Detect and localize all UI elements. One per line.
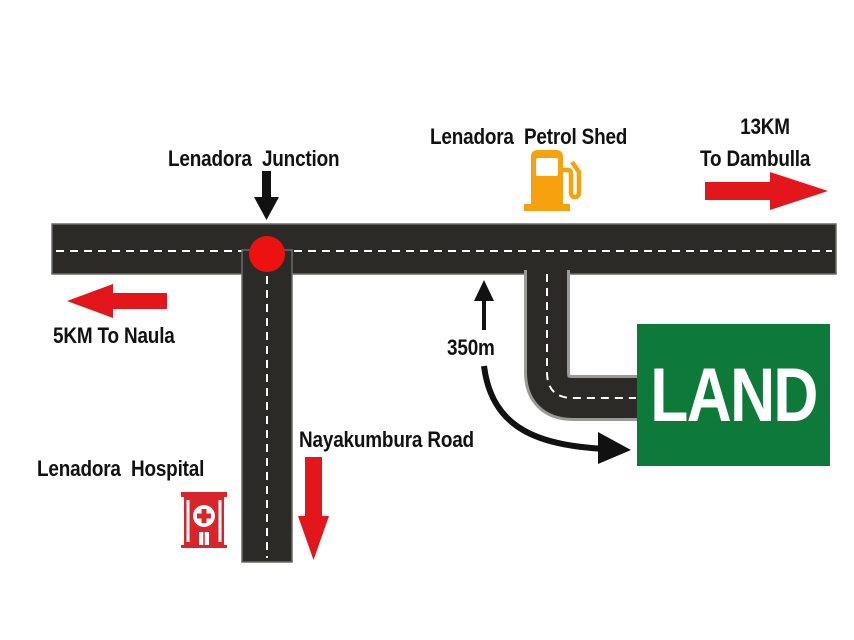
distance-up-arrow — [474, 280, 494, 330]
hospital-building-icon — [181, 492, 227, 548]
junction-marker-icon — [249, 236, 285, 272]
label-to-dambulla: To Dambulla — [700, 146, 811, 171]
label-lenadora-hospital: Lenadora Hospital — [37, 456, 205, 481]
nayakumbura-road-strip — [241, 249, 293, 563]
label-350m: 350m — [447, 335, 495, 360]
label-dambulla-distance: 13KM — [740, 114, 790, 139]
land-sign: LAND — [637, 324, 830, 466]
arrow-nayakumbura-down — [298, 457, 329, 560]
label-nayakumbura-road: Nayakumbura Road — [299, 427, 474, 452]
arrow-to-dambulla — [705, 172, 828, 210]
main-road — [51, 223, 837, 275]
label-to-naula: 5KM To Naula — [53, 323, 175, 348]
junction-pointer-arrow — [254, 171, 279, 220]
fuel-pump-icon — [524, 150, 582, 211]
access-road — [524, 270, 640, 421]
arrow-to-naula — [67, 284, 167, 318]
land-sign-bg — [637, 324, 830, 466]
label-lenadora-junction: Lenadora Junction — [168, 146, 340, 171]
label-petrol-shed: Lenadora Petrol Shed — [430, 124, 628, 149]
land-title: LAND — [650, 352, 818, 438]
curved-arrow-to-land — [481, 365, 631, 464]
